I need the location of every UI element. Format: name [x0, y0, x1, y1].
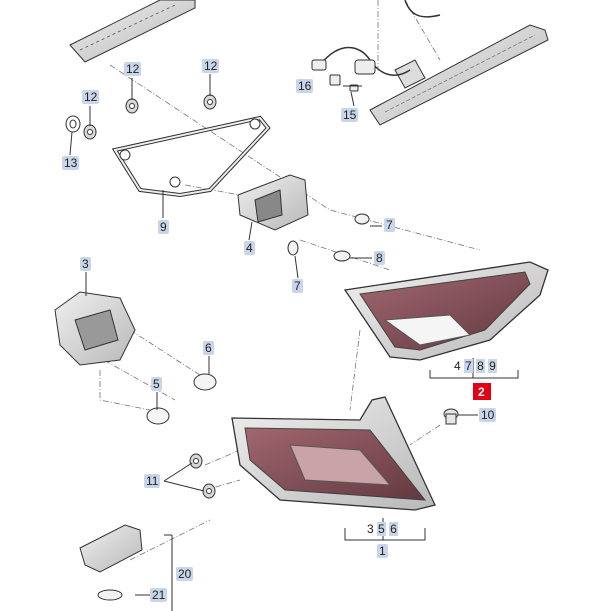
callout-7a: 7: [384, 218, 395, 232]
callout-4: 4: [244, 241, 255, 255]
group-item-6: 6: [389, 522, 398, 536]
nuts-11: [189, 453, 216, 499]
number-plate-light: [79, 524, 143, 601]
callout-3: 3: [80, 257, 91, 271]
callout-10: 10: [479, 408, 497, 422]
outer-tail-light: [231, 396, 436, 511]
callout-9: 9: [158, 220, 169, 234]
callout-12c: 12: [82, 90, 100, 104]
bulb-carrier: [54, 291, 136, 366]
group-item-9: 9: [488, 359, 497, 373]
callout-13: 13: [62, 156, 80, 170]
callout-15: 15: [341, 108, 359, 122]
callout-2-highlight[interactable]: 2: [474, 384, 489, 400]
group-item-5: 5: [377, 522, 386, 536]
brake-light-bar: [369, 24, 549, 126]
callout-8: 8: [374, 251, 385, 265]
group-label-inner-light: 4 7 8 9: [452, 359, 499, 373]
callout-12b: 12: [202, 59, 220, 73]
callout-16: 16: [296, 79, 314, 93]
callout-1: 1: [377, 544, 388, 558]
callout-20: 20: [176, 567, 194, 581]
group-item-8: 8: [476, 359, 485, 373]
screw: [443, 408, 459, 425]
group-item-3: 3: [367, 522, 374, 536]
large-bulbs: [146, 373, 217, 425]
bulb-holder: [237, 174, 309, 231]
bumper-strip-top-left: [69, 0, 196, 63]
gasket: [111, 115, 271, 198]
callout-6: 6: [203, 341, 214, 355]
callout-7b: 7: [292, 279, 303, 293]
callout-21: 21: [150, 588, 168, 602]
group-label-outer-light: 3 5 6: [365, 522, 400, 536]
callout-lines: [69, 74, 519, 611]
group-item-7: 7: [464, 359, 473, 373]
small-bulbs: [287, 213, 370, 262]
group-item-4: 4: [454, 359, 461, 373]
callout-12a: 12: [124, 62, 142, 76]
callout-11: 11: [144, 474, 161, 488]
leader-lines: [94, 0, 481, 561]
callout-5: 5: [151, 377, 162, 391]
inner-tail-light: [343, 261, 549, 361]
